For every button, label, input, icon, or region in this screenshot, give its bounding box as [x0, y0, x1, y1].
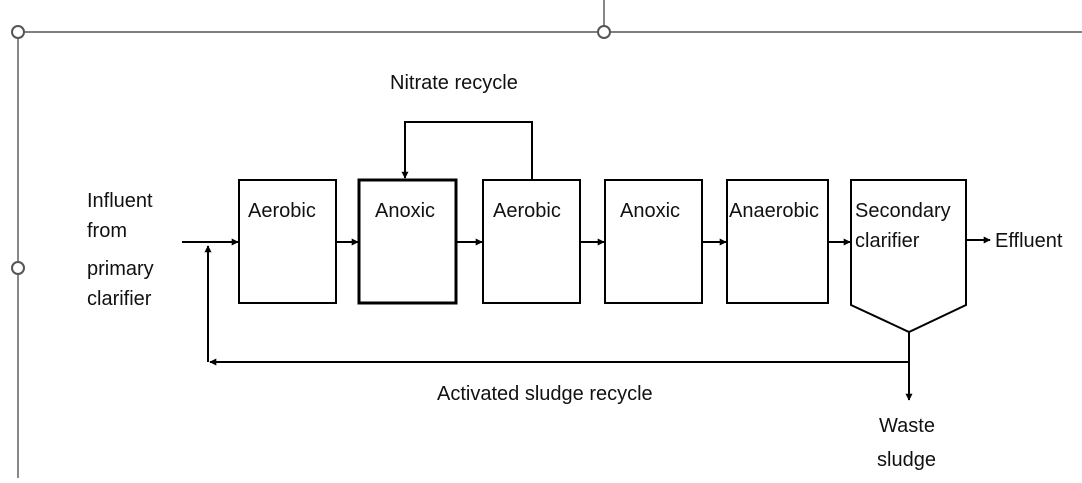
influent-label-line-4: clarifier [87, 288, 152, 310]
waste-sludge-group: Waste sludge [877, 362, 936, 471]
nitrate-recycle-arrow [401, 121, 533, 180]
stage-aerobic-2: Aerobic [482, 179, 581, 304]
effluent-label: Effluent [995, 230, 1063, 252]
stage-label: Anoxic [620, 200, 680, 222]
secondary-clarifier: Secondary clarifier [850, 179, 967, 334]
stage-label: Anoxic [375, 200, 435, 222]
stage-box [482, 179, 581, 304]
clarifier-shape [850, 179, 967, 334]
clarifier-label-line-2: clarifier [855, 230, 920, 252]
stage-box [238, 179, 337, 304]
stage-anaerobic: Anaerobic [726, 179, 829, 304]
stage-label: Anaerobic [729, 200, 819, 222]
influent-label-line-3: primary [87, 258, 154, 280]
influent-label-line-2: from [87, 220, 127, 242]
selection-frame [11, 0, 1082, 478]
nitrate-recycle-label: Nitrate recycle [390, 72, 518, 94]
waste-label-line-2: sludge [877, 449, 936, 471]
stage-aerobic-1: Aerobic [238, 179, 337, 304]
influent-group: Influent from primary clarifier [87, 190, 239, 310]
stage-anoxic-2: Anoxic [604, 179, 703, 304]
stage-label: Aerobic [248, 200, 316, 222]
corner-resize-handle[interactable] [11, 25, 25, 39]
sludge-recycle-label: Activated sludge recycle [437, 383, 653, 405]
stage-label: Aerobic [493, 200, 561, 222]
stage-anoxic-1: Anoxic [357, 178, 458, 305]
waste-label-line-1: Waste [879, 415, 935, 437]
left-resize-handle[interactable] [11, 261, 25, 275]
clarifier-label-line-1: Secondary [855, 200, 951, 222]
top-resize-handle[interactable] [597, 25, 611, 39]
effluent-group: Effluent [966, 230, 1063, 252]
stage-box [604, 179, 703, 304]
stage-box [357, 178, 458, 305]
influent-label-line-1: Influent [87, 190, 153, 212]
sludge-recycle-group: Activated sludge recycle [204, 245, 910, 405]
stage-box [726, 179, 829, 304]
nitrate-recycle-loop: Nitrate recycle [390, 72, 533, 180]
